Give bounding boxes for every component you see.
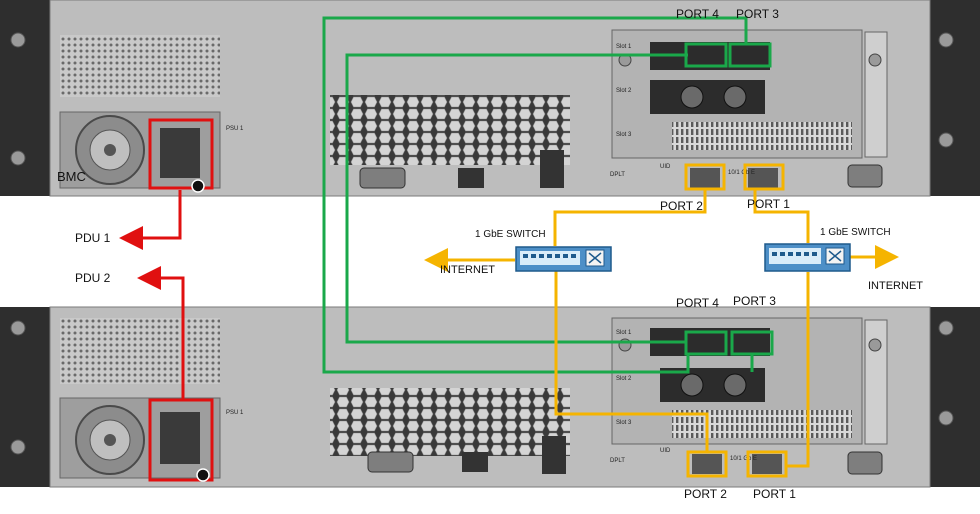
right-rack-ear bbox=[930, 0, 980, 196]
uid-label: UID bbox=[660, 164, 671, 170]
slot2-card bbox=[650, 80, 765, 114]
vga-port bbox=[359, 167, 406, 189]
vent-hexgrid bbox=[330, 388, 570, 456]
left-switch: 1 GbE SWITCH INTERNET bbox=[440, 229, 612, 276]
bottom-port1-jack bbox=[752, 454, 782, 474]
top-power-highlight bbox=[148, 118, 214, 190]
top-port3-highlight bbox=[728, 42, 772, 68]
cage-latch bbox=[864, 31, 888, 158]
slot1-label: Slot 1 bbox=[616, 330, 632, 336]
left-rack-ear bbox=[0, 0, 50, 196]
slot3-label: Slot 3 bbox=[616, 132, 632, 138]
pdu2-power-cable bbox=[137, 266, 185, 400]
serial-port bbox=[847, 451, 883, 475]
top-port1-highlight bbox=[743, 163, 785, 191]
top-server: BMC PSU 1 Slot 1 Slot 2 Slot 3 UID DPLT … bbox=[0, 0, 980, 197]
power-inlet bbox=[160, 128, 200, 178]
usb-ports bbox=[540, 150, 564, 188]
yellow-cable-top-port1-to-right-switch bbox=[753, 189, 810, 243]
bmc-ethernet-port bbox=[462, 452, 488, 472]
bottom-port3-label: PORT 3 bbox=[733, 294, 776, 308]
power-inlet bbox=[160, 412, 200, 464]
top-port3-label: PORT 3 bbox=[736, 7, 779, 21]
slot2-card bbox=[660, 368, 765, 402]
nic-speed-label: 10/1 Gb E bbox=[728, 170, 755, 176]
thumbscrew-icon bbox=[868, 53, 882, 67]
rack-screw-icon bbox=[10, 150, 26, 166]
bottom-server: PSU 1 Slot 1 Slot 2 Slot 3 UID DPLT 10/1… bbox=[0, 306, 980, 488]
bmc-label: BMC bbox=[57, 169, 86, 184]
uid-label: UID bbox=[660, 448, 671, 454]
bmc-ethernet-port bbox=[458, 168, 484, 188]
cage-latch bbox=[864, 319, 888, 445]
green-cable-top-port3-to-bottom-port3 bbox=[322, 16, 748, 374]
rack-screw-icon bbox=[10, 439, 26, 455]
bottom-port1-highlight bbox=[746, 450, 788, 478]
left-rack-ear bbox=[0, 307, 50, 487]
yellow-cable-top-port2-to-left-switch bbox=[553, 189, 707, 246]
yellow-cables bbox=[424, 189, 899, 468]
nic-speed-label: 10/1 Gb E bbox=[730, 456, 757, 462]
bottom-port4-label: PORT 4 bbox=[676, 296, 719, 310]
right-rack-ear bbox=[930, 307, 980, 487]
slot3-label: Slot 3 bbox=[616, 420, 632, 426]
dplt-label: DPLT bbox=[610, 172, 625, 178]
right-switch-label: 1 GbE SWITCH bbox=[820, 227, 891, 238]
thumbscrew-icon bbox=[868, 338, 882, 352]
pdu2-label: PDU 2 bbox=[75, 271, 111, 285]
yellow-cable-bottom-port1-to-right-switch bbox=[786, 272, 810, 468]
left-internet-label: INTERNET bbox=[440, 264, 495, 276]
psu-vent-grille bbox=[60, 35, 220, 97]
rack-screw-icon bbox=[10, 32, 26, 48]
rack-screw-icon bbox=[938, 410, 954, 426]
slot2-label: Slot 2 bbox=[616, 376, 632, 382]
top-port2-label: PORT 2 bbox=[660, 199, 703, 213]
usb-ports bbox=[542, 436, 566, 474]
top-port4-label: PORT 4 bbox=[676, 7, 719, 21]
power-cables bbox=[119, 190, 185, 400]
yellow-cable-bottom-port2-to-left-switch bbox=[554, 270, 709, 452]
right-switch: 1 GbE SWITCH INTERNET bbox=[764, 227, 923, 292]
psu-vent-grille bbox=[60, 318, 220, 384]
rack-screw-icon bbox=[10, 320, 26, 336]
psu-label: PSU 1 bbox=[226, 126, 244, 132]
dplt-label: DPLT bbox=[610, 458, 625, 464]
slot1-label: Slot 1 bbox=[616, 44, 632, 50]
right-internet-label: INTERNET bbox=[868, 280, 923, 292]
rack-screw-icon bbox=[938, 320, 954, 336]
bottom-power-highlight bbox=[148, 398, 214, 482]
pdu1-power-cable bbox=[119, 190, 182, 250]
bottom-port2-jack bbox=[692, 454, 722, 474]
rack-screw-icon bbox=[938, 32, 954, 48]
top-port2-jack bbox=[690, 168, 720, 188]
slot3-cover bbox=[672, 122, 852, 150]
psu-label: PSU 1 bbox=[226, 410, 244, 416]
bottom-port2-label: PORT 2 bbox=[684, 487, 727, 501]
top-port1-jack bbox=[748, 168, 778, 188]
left-switch-label: 1 GbE SWITCH bbox=[475, 229, 546, 240]
serial-port bbox=[847, 164, 883, 188]
vga-port bbox=[367, 451, 414, 473]
pdu1-label: PDU 1 bbox=[75, 231, 111, 245]
top-port1-label: PORT 1 bbox=[747, 197, 790, 211]
bottom-port1-label: PORT 1 bbox=[753, 487, 796, 501]
vent-hexgrid bbox=[330, 95, 570, 165]
rack-screw-icon bbox=[938, 132, 954, 148]
slot2-label: Slot 2 bbox=[616, 88, 632, 94]
green-cables bbox=[322, 16, 754, 374]
green-cable-top-port4-to-bottom-port4 bbox=[345, 53, 688, 344]
